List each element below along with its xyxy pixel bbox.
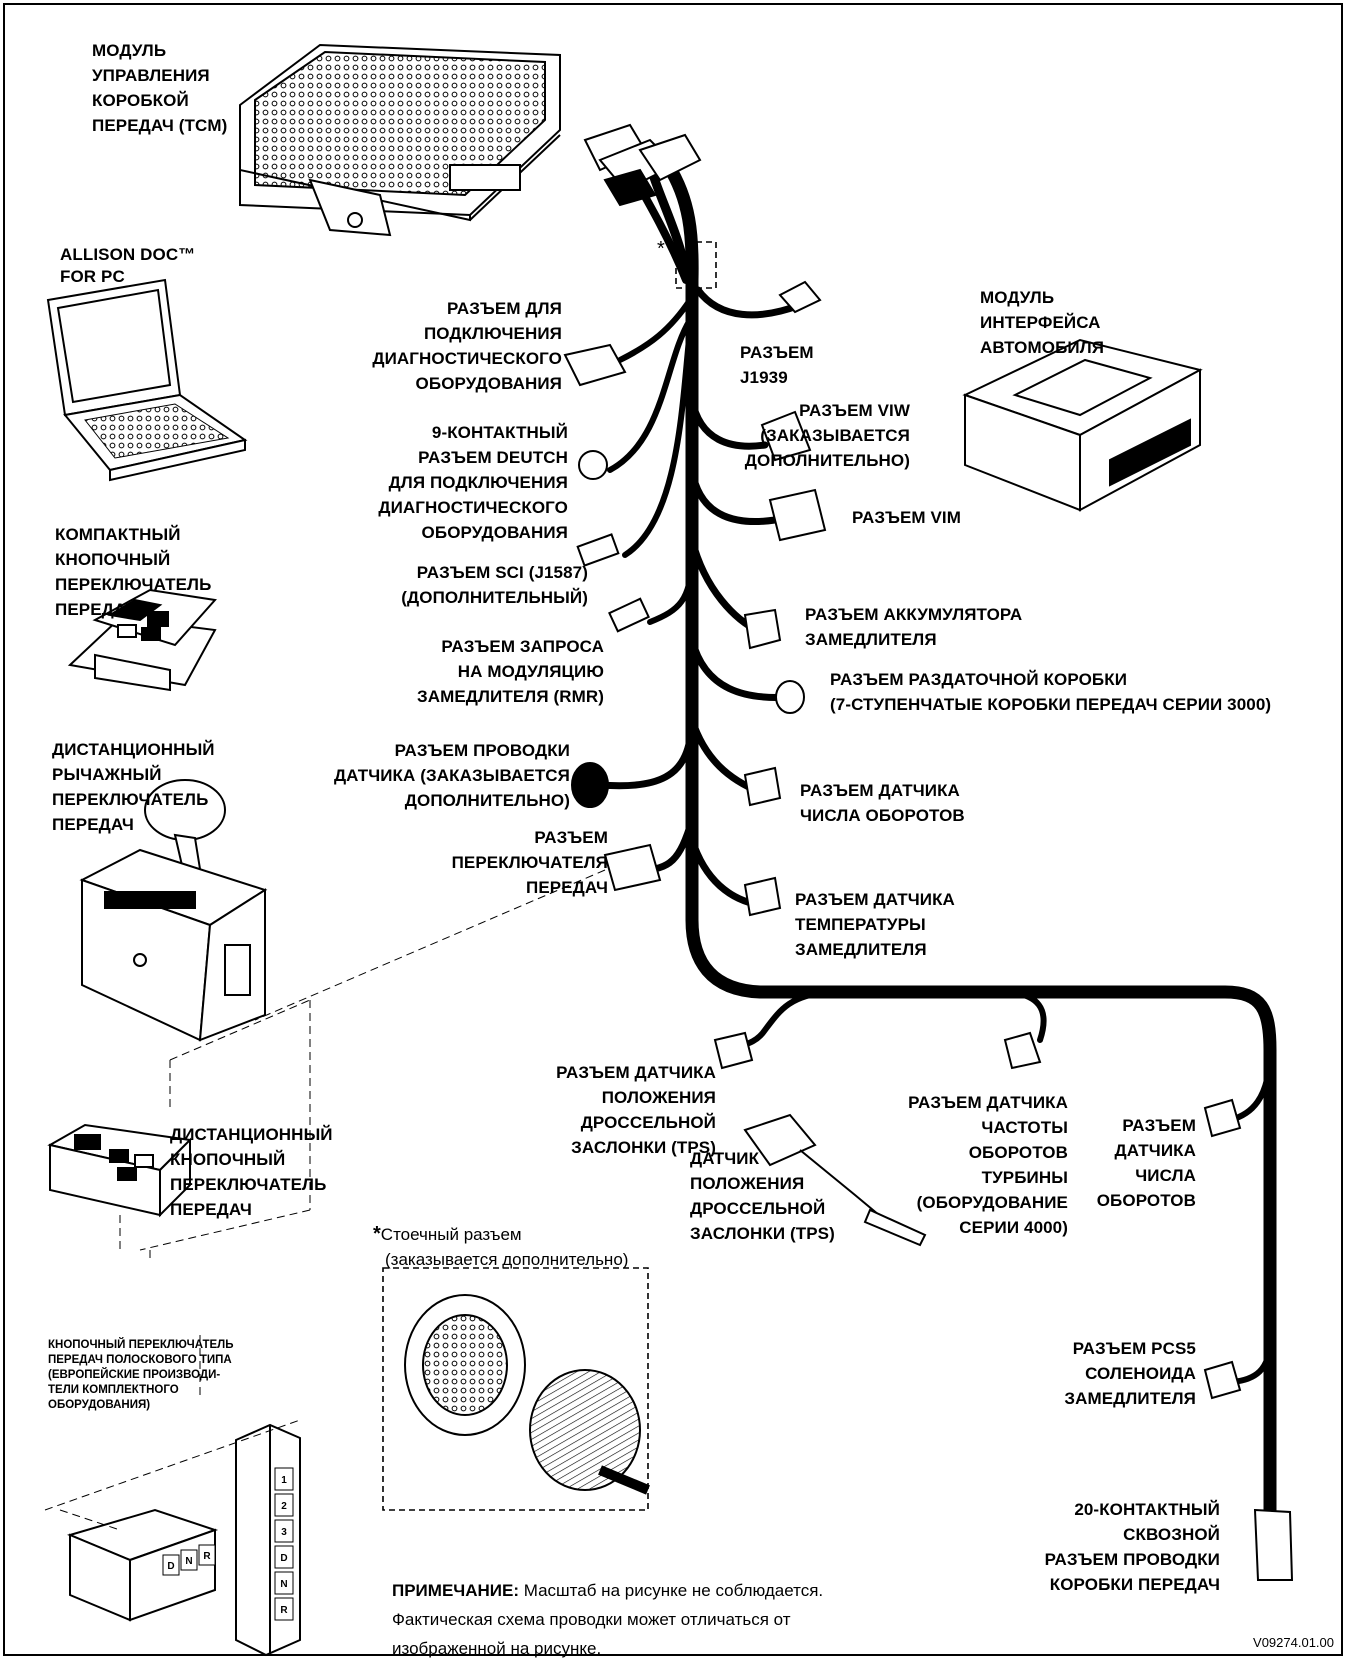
- bulkhead-location-box: [675, 241, 717, 289]
- key-2-vertical: 2: [281, 1501, 287, 1512]
- label-speed-sensor: РАЗЪЕМ ДАТЧИКА ЧИСЛА ОБОРОТОВ: [800, 781, 965, 825]
- key-d-vertical: D: [280, 1553, 287, 1564]
- label-turbine-speed: РАЗЪЕМ ДАТЧИКА ЧАСТОТЫ ОБОРОТОВ ТУРБИНЫ …: [908, 1093, 1068, 1237]
- label-remote-button-shifter: ДИСТАНЦИОННЫЙ КНОПОЧНЫЙ ПЕРЕКЛЮЧАТЕЛЬ ПЕ…: [170, 1125, 333, 1219]
- vim-module-illustration: [962, 338, 1203, 512]
- tps-sensor-illustration: [743, 1113, 927, 1247]
- label-lever-shifter: ДИСТАНЦИОННЫЙ РЫЧАЖНЫЙ ПЕРЕКЛЮЧАТЕЛЬ ПЕР…: [52, 740, 215, 834]
- harness-cables: [596, 158, 1277, 1517]
- key-d-horizontal: D: [167, 1561, 174, 1572]
- label-vim: РАЗЪЕМ VIM: [852, 508, 962, 527]
- figure-code: V09274.01.00: [1253, 1635, 1334, 1650]
- shifter-leader-lines: [44, 869, 606, 1531]
- label-tps-connector: РАЗЪЕМ ДАТЧИКА ПОЛОЖЕНИЯ ДРОССЕЛЬНОЙ ЗАС…: [556, 1063, 716, 1157]
- label-retarder-accumulator: РАЗЪЕМ АККУМУЛЯТОРА ЗАМЕДЛИТЕЛЯ: [805, 605, 1023, 649]
- label-sensor-wiring: РАЗЪЕМ ПРОВОДКИ ДАТЧИКА (ЗАКАЗЫВАЕТСЯ ДО…: [333, 741, 570, 810]
- label-allison-doc: ALLISON DOC™ FOR PC: [60, 245, 196, 286]
- key-n-horizontal: N: [185, 1556, 192, 1567]
- label-compact-shifter: КОМПАКТНЫЙ КНОПОЧНЫЙ ПЕРЕКЛЮЧАТЕЛЬ ПЕРЕД…: [55, 525, 212, 619]
- label-pcs5: РАЗЪЕМ PCS5 СОЛЕНОИДА ЗАМЕДЛИТЕЛЯ: [1064, 1339, 1196, 1408]
- asterisk-marker: *: [657, 238, 665, 260]
- key-1-vertical: 1: [281, 1475, 287, 1486]
- bulkhead-connector-illustration: [404, 1294, 650, 1495]
- strip-shifter-illustration: [67, 1423, 301, 1657]
- tcm-module-illustration: [239, 43, 561, 237]
- label-sci: РАЗЪЕМ SCI (J1587) (ДОПОЛНИТЕЛЬНЫЙ): [401, 563, 588, 607]
- label-vim-module: МОДУЛЬ ИНТЕРФЕЙСА АВТОМОБИЛЯ: [980, 288, 1105, 357]
- key-r-horizontal: R: [203, 1551, 211, 1562]
- lever-shifter-illustration: [79, 779, 268, 1042]
- label-transfer-case: РАЗЪЕМ РАЗДАТОЧНОЙ КОРОБКИ (7-СТУПЕНЧАТЫ…: [830, 670, 1272, 714]
- label-output-speed: РАЗЪЕМ ДАТЧИКА ЧИСЛА ОБОРОТОВ: [1096, 1116, 1196, 1210]
- remote-button-shifter-illustration: [47, 1123, 193, 1218]
- label-deutsch-9pin: 9-КОНТАКТНЫЙ РАЗЪЕМ DEUTCH ДЛЯ ПОДКЛЮЧЕН…: [378, 423, 568, 542]
- laptop-illustration: [46, 278, 248, 482]
- label-feedthrough-20: 20-КОНТАКТНЫЙ СКВОЗНОЙ РАЗЪЕМ ПРОВОДКИ К…: [1044, 1500, 1220, 1594]
- label-rmr: РАЗЪЕМ ЗАПРОСА НА МОДУЛЯЦИЮ ЗАМЕДЛИТЕЛЯ …: [416, 637, 604, 706]
- label-diag-connector: РАЗЪЕМ ДЛЯ ПОДКЛЮЧЕНИЯ ДИАГНОСТИЧЕСКОГО …: [372, 299, 562, 393]
- label-retarder-temp: РАЗЪЕМ ДАТЧИКА ТЕМПЕРАТУРЫ ЗАМЕДЛИТЕЛЯ: [795, 890, 955, 959]
- drawing-note: ПРИМЕЧАНИЕ: Масштаб на рисунке не соблюд…: [392, 1581, 824, 1658]
- label-strip-shifter: КНОПОЧНЫЙ ПЕРЕКЛЮЧАТЕЛЬ ПЕРЕДАЧ ПОЛОСКОВ…: [48, 1339, 234, 1411]
- label-j1939: РАЗЪЕМ J1939: [740, 343, 814, 387]
- compact-shifter-illustration: [67, 588, 217, 692]
- strip-shifter-keys: D N R 1 2 3 D N R: [162, 1467, 294, 1621]
- key-r-vertical: R: [280, 1605, 288, 1616]
- label-shifter-connector: РАЗЪЕМ ПЕРЕКЛЮЧАТЕЛЯ ПЕРЕДАЧ: [451, 828, 608, 897]
- bulkhead-detail-box: [382, 1267, 649, 1511]
- label-viw: РАЗЪЕМ VIW (ЗАКАЗЫВАЕТСЯ ДОПОЛНИТЕЛЬНО): [744, 401, 910, 470]
- key-n-vertical: N: [280, 1579, 287, 1590]
- label-tps-sensor: ДАТЧИК ПОЛОЖЕНИЯ ДРОССЕЛЬНОЙ ЗАСЛОНКИ (T…: [690, 1149, 835, 1243]
- key-3-vertical: 3: [281, 1527, 287, 1538]
- tcm-connectors: [583, 123, 702, 207]
- bulkhead-caption: *Стоечный разъем (заказывается дополните…: [373, 1223, 629, 1269]
- harness-connectors: [563, 280, 1294, 1581]
- label-tcm: МОДУЛЬ УПРАВЛЕНИЯ КОРОБКОЙ ПЕРЕДАЧ (TCM): [92, 41, 228, 135]
- figure-frame: [3, 3, 1343, 1656]
